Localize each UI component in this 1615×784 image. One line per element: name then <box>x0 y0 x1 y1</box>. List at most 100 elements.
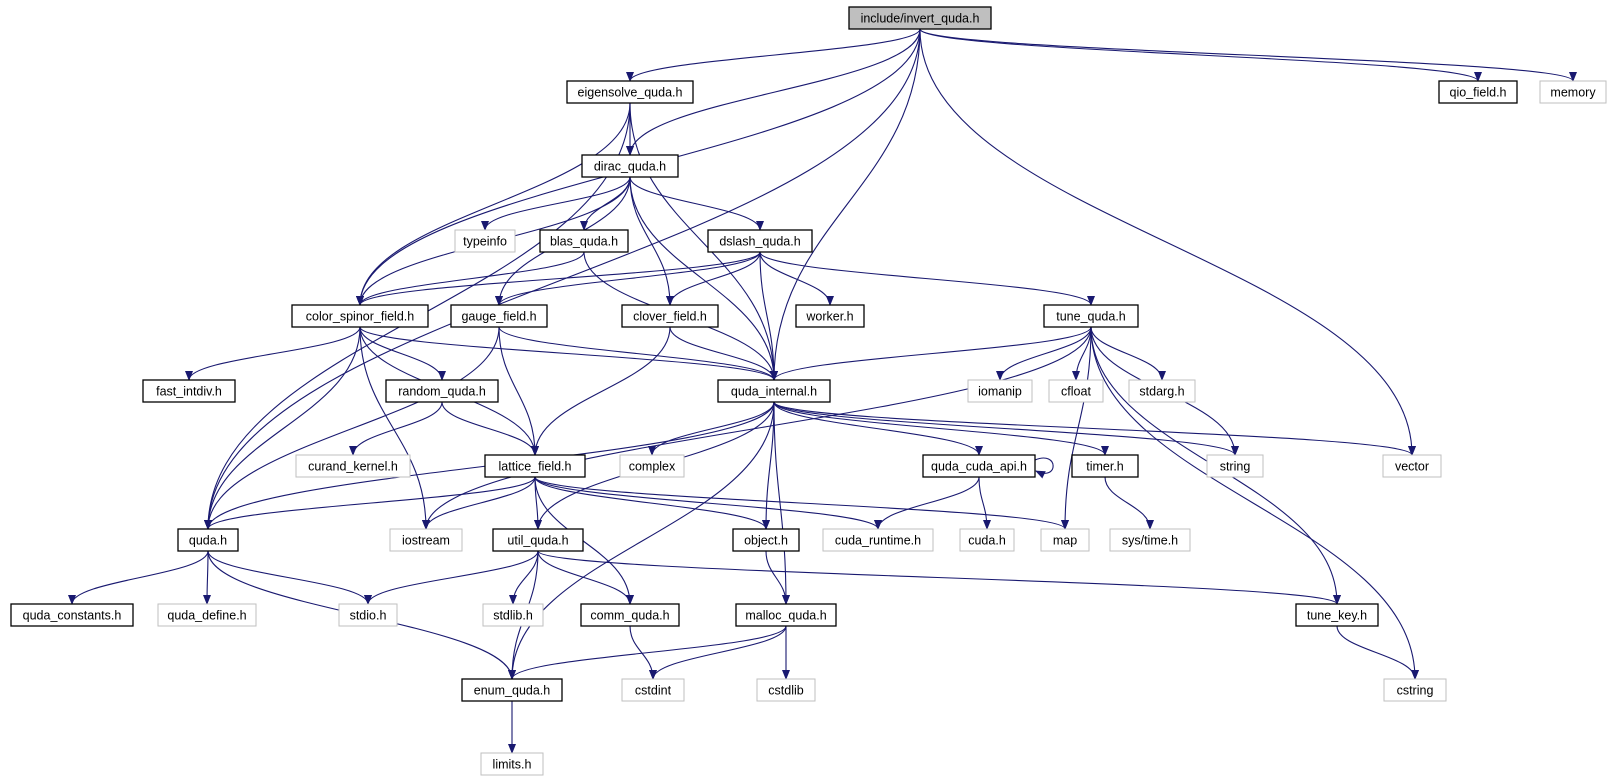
node-box <box>454 229 516 253</box>
node-dslash-quda[interactable]: dslash_quda.h <box>707 229 813 253</box>
edge-invert_quda-to-dirac_quda <box>626 28 921 156</box>
node-iostream: iostream <box>389 528 463 552</box>
node-quda-cuda-api[interactable]: quda_cuda_api.h <box>922 454 1036 478</box>
node-label: timer.h <box>1086 460 1124 474</box>
edge-dslash_quda-to-tune_quda <box>759 251 1095 306</box>
node-label: quda_constants.h <box>23 609 122 623</box>
node-box <box>621 678 685 702</box>
edge-quda_internal-to-object <box>762 401 775 530</box>
node-qio-field[interactable]: qio_field.h <box>1438 80 1518 104</box>
node-eigensolve-quda[interactable]: eigensolve_quda.h <box>566 80 694 104</box>
node-label: stdio.h <box>350 609 387 623</box>
node-clover-field[interactable]: clover_field.h <box>621 304 719 328</box>
edge-dirac_quda-to-typeinfo <box>481 176 631 231</box>
node-box <box>1071 454 1139 478</box>
node-box <box>295 454 411 478</box>
edge-tune_quda-to-cstring <box>1090 326 1419 680</box>
node-memory: memory <box>1539 80 1607 104</box>
node-box <box>1382 454 1442 478</box>
node-label: util_quda.h <box>507 534 568 548</box>
node-quda-internal[interactable]: quda_internal.h <box>717 379 831 403</box>
node-tune-quda[interactable]: tune_quda.h <box>1043 304 1139 328</box>
edge-lattice_field-to-quda <box>204 476 536 530</box>
node-comm-quda[interactable]: comm_quda.h <box>580 603 680 627</box>
edge-object-to-malloc_quda <box>765 550 790 605</box>
node-enum-quda[interactable]: enum_quda.h <box>461 678 563 702</box>
node-label: iostream <box>402 534 450 548</box>
edge-quda_cuda_api-to-cuda <box>978 476 991 530</box>
node-label: object.h <box>744 534 788 548</box>
node-timer[interactable]: timer.h <box>1071 454 1139 478</box>
node-box <box>10 603 134 627</box>
node-label: comm_quda.h <box>590 609 669 623</box>
edge-color_spinor_field-to-quda <box>204 326 361 530</box>
node-label: random_quda.h <box>398 385 486 399</box>
edge-invert_quda-to-vector <box>919 28 1416 456</box>
node-label: lattice_field.h <box>499 460 572 474</box>
node-label: map <box>1053 534 1077 548</box>
node-box <box>707 229 813 253</box>
node-label: quda_cuda_api.h <box>931 460 1027 474</box>
node-label: worker.h <box>805 310 853 324</box>
node-box <box>619 454 685 478</box>
node-label: color_spinor_field.h <box>306 310 414 324</box>
edge-dslash_quda-to-clover_field <box>666 251 761 306</box>
edge-tune_quda-to-stdarg <box>1090 326 1166 381</box>
node-quda[interactable]: quda.h <box>177 528 239 552</box>
node-box <box>1109 528 1191 552</box>
node-label: tune_key.h <box>1307 609 1367 623</box>
node-cstdint: cstdint <box>621 678 685 702</box>
node-color-spinor-field[interactable]: color_spinor_field.h <box>291 304 429 328</box>
edge-quda_internal-to-quda_cuda_api <box>773 401 983 456</box>
node-label: memory <box>1550 86 1596 100</box>
node-quda-constants[interactable]: quda_constants.h <box>10 603 134 627</box>
node-label: tune_quda.h <box>1056 310 1126 324</box>
node-label: cuda.h <box>968 534 1006 548</box>
node-label: dirac_quda.h <box>594 160 666 174</box>
node-box <box>1383 678 1447 702</box>
edge-malloc_quda-to-enum_quda <box>508 625 787 680</box>
edge-gauge_field-to-quda_internal <box>498 326 778 381</box>
edge-clover_field-to-lattice_field <box>531 326 671 456</box>
node-dirac-quda[interactable]: dirac_quda.h <box>581 154 679 178</box>
edge-gauge_field-to-quda <box>204 326 500 530</box>
node-box <box>461 678 563 702</box>
node-label: complex <box>629 460 676 474</box>
node-object[interactable]: object.h <box>732 528 800 552</box>
edge-eigensolve_quda-to-color_spinor_field <box>356 102 631 306</box>
edge-invert_quda-to-eigensolve_quda <box>626 28 921 82</box>
node-stdlib: stdlib.h <box>482 603 544 627</box>
edge-gauge_field-to-lattice_field <box>498 326 539 456</box>
edge-color_spinor_field-to-random_quda <box>359 326 446 381</box>
node-worker[interactable]: worker.h <box>795 304 865 328</box>
node-label: iomanip <box>978 385 1022 399</box>
node-malloc-quda[interactable]: malloc_quda.h <box>735 603 837 627</box>
node-label: quda_define.h <box>167 609 246 623</box>
node-box <box>480 752 544 776</box>
edge-invert_quda-to-memory <box>919 28 1577 82</box>
node-blas-quda[interactable]: blas_quda.h <box>539 229 629 253</box>
node-label: malloc_quda.h <box>745 609 826 623</box>
node-random-quda[interactable]: random_quda.h <box>385 379 499 403</box>
node-util-quda[interactable]: util_quda.h <box>492 528 584 552</box>
node-cuda: cuda.h <box>959 528 1015 552</box>
node-box <box>291 304 429 328</box>
node-cstring: cstring <box>1383 678 1447 702</box>
node-invert-quda[interactable]: include/invert_quda.h <box>848 6 992 30</box>
node-box <box>967 379 1033 403</box>
node-gauge-field[interactable]: gauge_field.h <box>450 304 548 328</box>
edge-eigensolve_quda-to-quda_internal <box>629 102 778 381</box>
edge-util_quda-to-stdlib <box>509 550 539 605</box>
node-box <box>450 304 548 328</box>
node-label: cfloat <box>1061 385 1091 399</box>
node-lattice-field[interactable]: lattice_field.h <box>484 454 586 478</box>
node-box <box>1295 603 1379 627</box>
edge-quda-to-quda_constants <box>68 550 209 605</box>
node-label: enum_quda.h <box>474 684 551 698</box>
node-fast-intdiv[interactable]: fast_intdiv.h <box>142 379 236 403</box>
edge-quda_internal-to-complex <box>648 401 775 456</box>
node-box <box>142 379 236 403</box>
node-tune-key[interactable]: tune_key.h <box>1295 603 1379 627</box>
edge-lattice_field-to-cuda_runtime <box>534 476 882 530</box>
